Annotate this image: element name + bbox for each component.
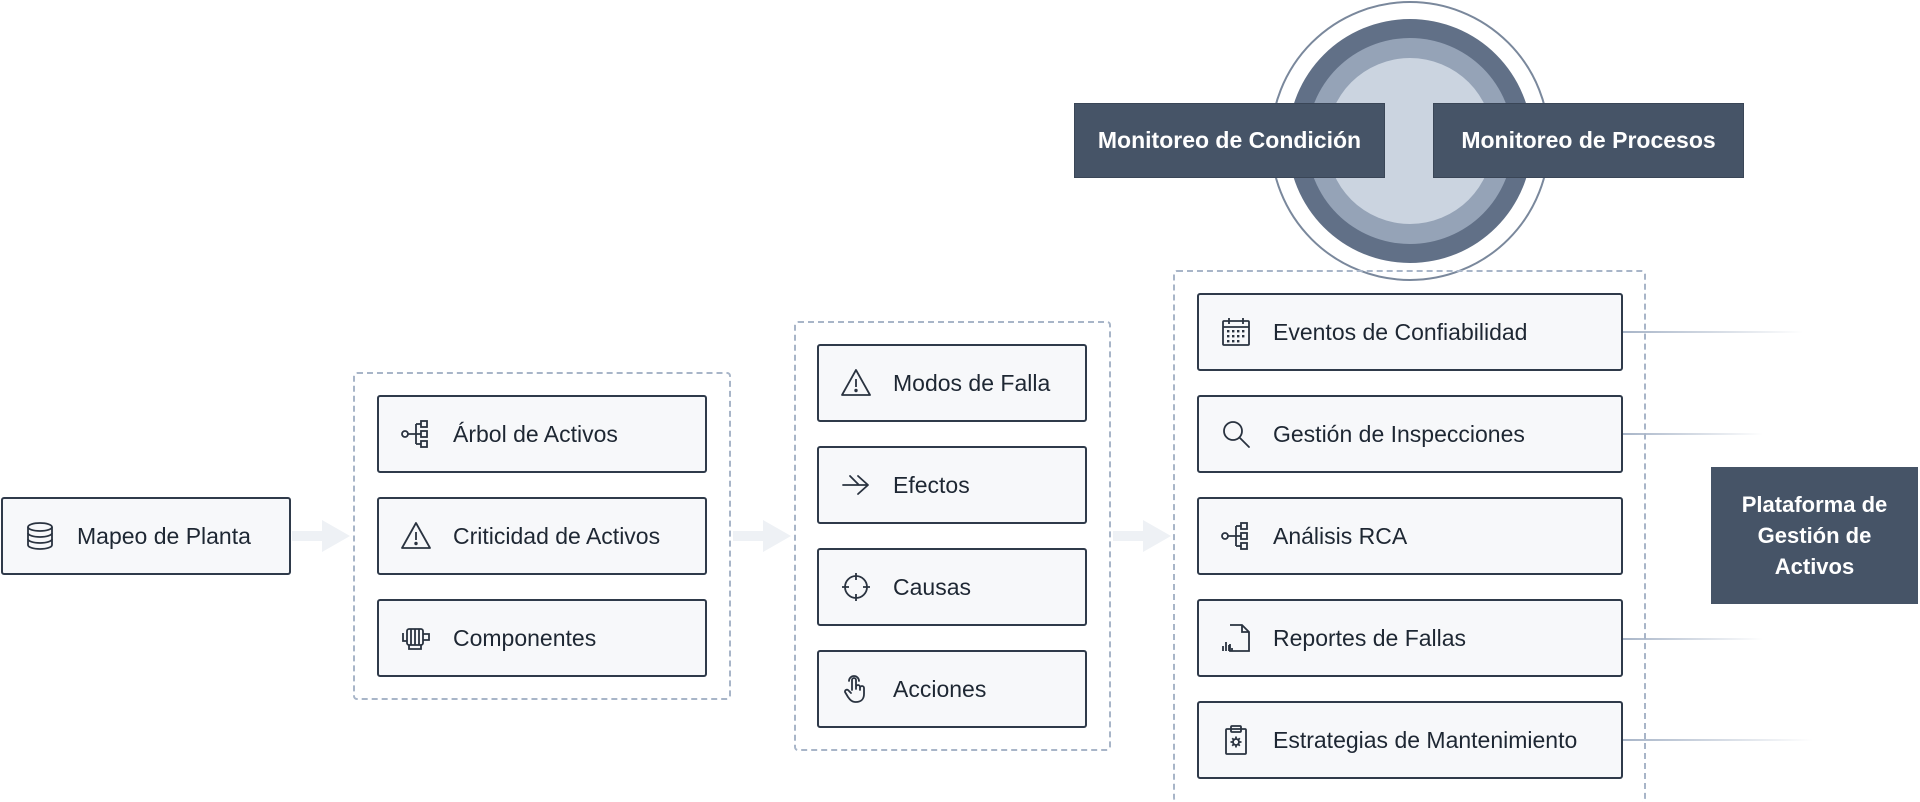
- monitoring-circle: [1270, 1, 1550, 281]
- reliability-group: [1173, 270, 1646, 802]
- touch-hand-icon: [839, 672, 873, 706]
- connector-line: [1623, 331, 1803, 333]
- card-label: Criticidad de Activos: [453, 522, 661, 549]
- card-label: Acciones: [893, 675, 987, 702]
- source-card-mapeo-de-planta[interactable]: Mapeo de Planta: [1, 497, 291, 575]
- card-label: Eventos de Confiabilidad: [1273, 318, 1528, 345]
- clipboard-gear-icon: [1219, 723, 1253, 757]
- process-monitoring-label: Monitoreo de Procesos: [1461, 127, 1716, 153]
- connector-line: [1623, 433, 1763, 435]
- warning-icon: [839, 366, 873, 400]
- card-arbol-de-activos[interactable]: Árbol de Activos: [377, 395, 707, 473]
- card-label: Modos de Falla: [893, 369, 1051, 396]
- card-eventos-de-confiabilidad[interactable]: Eventos de Confiabilidad: [1197, 293, 1623, 371]
- card-analisis-rca[interactable]: Análisis RCA: [1197, 497, 1623, 575]
- condition-monitoring-label: Monitoreo de Condición: [1097, 127, 1362, 153]
- hierarchy-icon: [1219, 519, 1253, 553]
- card-label: Análisis RCA: [1273, 522, 1408, 549]
- process-monitoring-box: Monitoreo de Procesos: [1433, 103, 1744, 178]
- card-efectos[interactable]: Efectos: [817, 446, 1087, 524]
- card-label: Estrategias de Mantenimiento: [1273, 726, 1578, 753]
- crosshair-icon: [839, 570, 873, 604]
- card-modos-de-falla[interactable]: Modos de Falla: [817, 344, 1087, 422]
- card-criticidad-de-activos[interactable]: Criticidad de Activos: [377, 497, 707, 575]
- card-estrategias-de-mantenimiento[interactable]: Estrategias de Mantenimiento: [1197, 701, 1623, 779]
- warning-icon: [399, 519, 433, 553]
- asset-group: [353, 372, 731, 700]
- flow-arrow-1: [292, 520, 350, 552]
- platform-label-line-1: Plataforma de: [1741, 492, 1888, 517]
- condition-monitoring-box: Monitoreo de Condición: [1074, 103, 1385, 178]
- card-label: Árbol de Activos: [453, 420, 618, 447]
- calendar-icon: [1219, 315, 1253, 349]
- document-chart-icon: [1219, 621, 1253, 655]
- platform-label-line-3: Activos: [1774, 554, 1855, 579]
- platform-label-line-2: Gestión de: [1757, 523, 1872, 548]
- flow-arrow-3: [1113, 520, 1171, 552]
- card-label: Efectos: [893, 471, 970, 498]
- card-label: Componentes: [453, 624, 597, 651]
- card-componentes[interactable]: Componentes: [377, 599, 707, 677]
- card-gestion-de-inspecciones[interactable]: Gestión de Inspecciones: [1197, 395, 1623, 473]
- search-icon: [1219, 417, 1253, 451]
- card-label: Reportes de Fallas: [1273, 624, 1467, 651]
- card-label: Causas: [893, 573, 971, 600]
- flow-arrow-2: [733, 520, 791, 552]
- card-label: Gestión de Inspecciones: [1273, 420, 1525, 447]
- hierarchy-icon: [399, 417, 433, 451]
- failure-analysis-group: [794, 321, 1111, 751]
- connector-line: [1623, 739, 1813, 741]
- motor-icon: [399, 621, 433, 655]
- database-icon: [23, 519, 57, 553]
- card-reportes-de-fallas[interactable]: Reportes de Fallas: [1197, 599, 1623, 677]
- card-label: Mapeo de Planta: [77, 522, 251, 549]
- double-arrow-icon: [839, 468, 873, 502]
- asset-management-platform-box: Plataforma de Gestión de Activos: [1711, 467, 1918, 604]
- card-acciones[interactable]: Acciones: [817, 650, 1087, 728]
- connector-line: [1623, 638, 1763, 640]
- card-causas[interactable]: Causas: [817, 548, 1087, 626]
